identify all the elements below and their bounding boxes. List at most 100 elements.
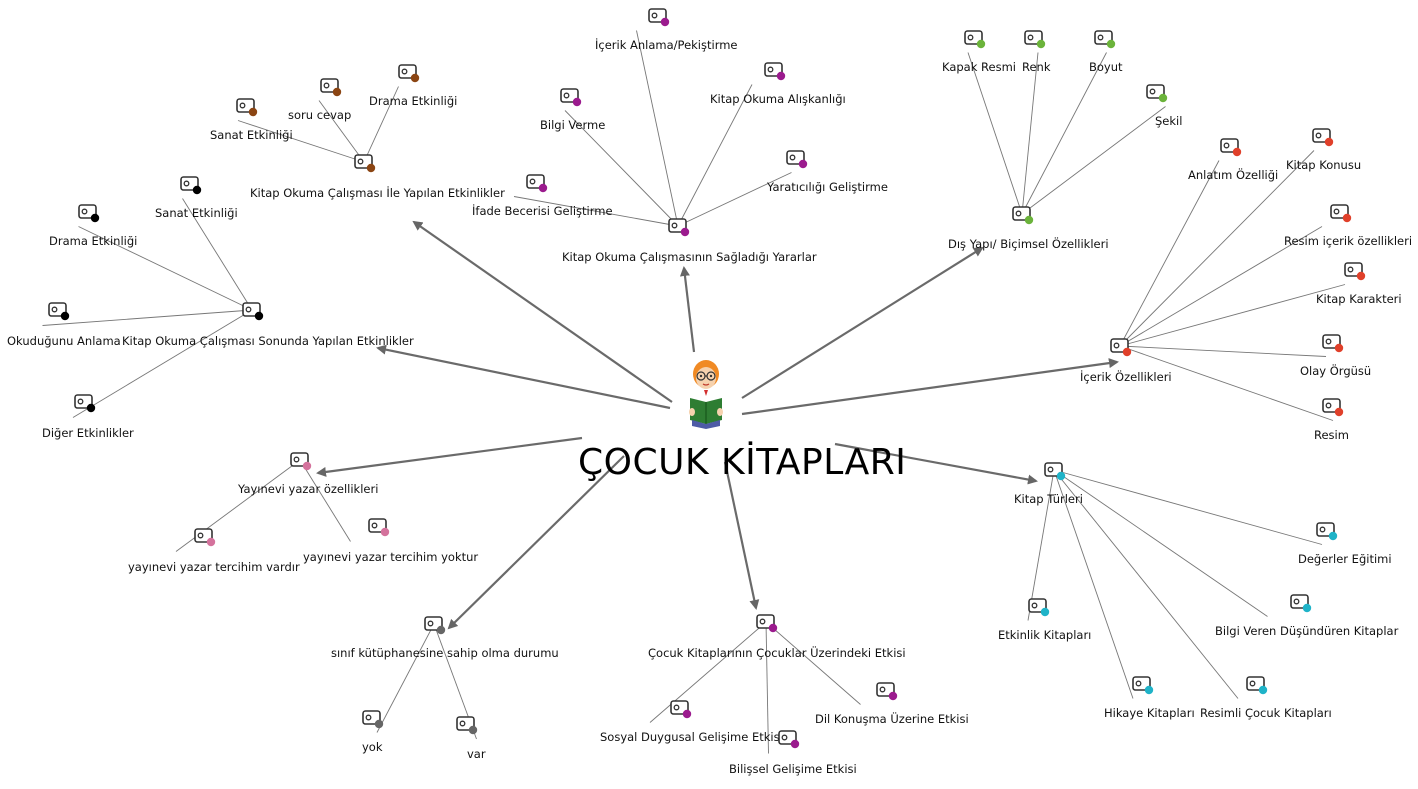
- child-label-yok[interactable]: yok: [362, 740, 383, 754]
- branch-node-icon-yayinevi[interactable]: [290, 451, 314, 471]
- branch-label-kitap_okuma_etkinlikler[interactable]: Kitap Okuma Çalışması İle Yapılan Etkinl…: [250, 186, 505, 200]
- child-node-icon-kutuphane-1[interactable]: [456, 715, 480, 735]
- child-label-sekil[interactable]: Şekil: [1155, 114, 1183, 128]
- child-label-boyut[interactable]: Boyut: [1089, 60, 1123, 74]
- child-node-icon-dis_yapi-2[interactable]: [1094, 29, 1118, 49]
- child-node-icon-sonunda_etkinlikler-1[interactable]: [78, 203, 102, 223]
- child-node-icon-yararlar-0[interactable]: [648, 7, 672, 27]
- child-label-bilgi-veren-dusunduren-kitaplar[interactable]: Bilgi Veren Düşündüren Kitaplar: [1215, 624, 1399, 638]
- branch-arrow-kitap_okuma_etkinlikler: [412, 220, 673, 403]
- child-node-icon-yayinevi-1[interactable]: [368, 517, 392, 537]
- child-node-icon-icerik-3[interactable]: [1344, 261, 1368, 281]
- child-node-icon-kitap_turleri-2[interactable]: [1028, 597, 1052, 617]
- branch-node-icon-kitap_okuma_etkinlikler[interactable]: [354, 153, 378, 173]
- child-node-icon-icerik-0[interactable]: [1220, 137, 1244, 157]
- branch-node-icon-kitap_turleri[interactable]: [1044, 461, 1068, 481]
- child-label-sanat-etkinligi[interactable]: Sanat Etkinliği: [210, 128, 293, 142]
- child-label-renk[interactable]: Renk: [1022, 60, 1051, 74]
- child-line-kutuphane-0: [376, 623, 435, 733]
- child-node-icon-yararlar-2[interactable]: [560, 87, 584, 107]
- child-node-icon-yararlar-3[interactable]: [786, 149, 810, 169]
- child-label-kitap-konusu[interactable]: Kitap Konusu: [1286, 158, 1362, 172]
- child-label-okudugunu-anlama[interactable]: Okuduğunu Anlama: [7, 334, 121, 348]
- child-line-yararlar-1: [677, 84, 753, 227]
- child-node-icon-kitap_turleri-3[interactable]: [1132, 675, 1156, 695]
- child-label-kitap-karakteri[interactable]: Kitap Karakteri: [1316, 292, 1402, 306]
- child-node-icon-kitap_okuma_etkinlikler-0[interactable]: [236, 97, 260, 117]
- branch-node-icon-yararlar[interactable]: [668, 217, 692, 237]
- child-node-icon-kutuphane-0[interactable]: [362, 709, 386, 729]
- child-node-icon-yayinevi-0[interactable]: [194, 527, 218, 547]
- child-node-icon-dis_yapi-1[interactable]: [1024, 29, 1048, 49]
- child-line-dis_yapi-0: [967, 52, 1023, 215]
- child-node-icon-kitap_okuma_etkinlikler-2[interactable]: [398, 63, 422, 83]
- child-label-kapak-resmi[interactable]: Kapak Resmi: [942, 60, 1016, 74]
- child-node-icon-icerik-2[interactable]: [1330, 203, 1354, 223]
- child-label-soru-cevap[interactable]: soru cevap: [288, 108, 352, 122]
- branch-label-icerik[interactable]: İçerik Özellikleri: [1080, 370, 1172, 384]
- child-label-olay-orgusu[interactable]: Olay Örgüsü: [1300, 364, 1372, 378]
- child-node-icon-sonunda_etkinlikler-2[interactable]: [48, 301, 72, 321]
- child-node-icon-kitap_okuma_etkinlikler-1[interactable]: [320, 77, 344, 97]
- branch-node-icon-sonunda_etkinlikler[interactable]: [242, 301, 266, 321]
- child-label-drama-etkinligi[interactable]: Drama Etkinliği: [369, 94, 458, 108]
- branch-label-yayinevi[interactable]: Yayınevi yazar özellikleri: [238, 482, 379, 496]
- branch-node-icon-kutuphane[interactable]: [424, 615, 448, 635]
- child-node-icon-etkisi-2[interactable]: [876, 681, 900, 701]
- child-label-diger-etkinlikler[interactable]: Diğer Etkinlikler: [42, 426, 134, 440]
- branch-arrow-kutuphane: [447, 455, 625, 630]
- child-label-bilissel-gelisime-etkisi[interactable]: Bilişsel Gelişime Etkisi: [729, 762, 857, 776]
- child-node-icon-yararlar-4[interactable]: [526, 173, 550, 193]
- branch-label-kutuphane[interactable]: sınıf kütüphanesine sahip olma durumu: [331, 646, 559, 660]
- branch-label-etkisi[interactable]: Çocuk Kitaplarının Çocuklar Üzerindeki E…: [648, 646, 906, 660]
- child-label-yayinevi-yazar-tercihim-yoktur[interactable]: yayınevi yazar tercihim yoktur: [303, 550, 479, 564]
- child-node-icon-etkisi-0[interactable]: [670, 699, 694, 719]
- child-label-resim[interactable]: Resim: [1314, 428, 1349, 442]
- child-node-icon-kitap_turleri-1[interactable]: [1290, 593, 1314, 613]
- child-label-kitap-okuma-aliskanligi[interactable]: Kitap Okuma Alışkanlığı: [710, 92, 846, 106]
- branch-arrow-sonunda_etkinlikler: [376, 344, 671, 410]
- child-label-hikaye-kitaplari[interactable]: Hikaye Kitapları: [1104, 706, 1195, 720]
- child-node-icon-etkisi-1[interactable]: [778, 729, 802, 749]
- child-node-icon-kitap_turleri-4[interactable]: [1246, 675, 1270, 695]
- child-label-ifade-becerisi-gelistirme[interactable]: İfade Becerisi Geliştirme: [472, 204, 613, 218]
- branch-label-yararlar[interactable]: Kitap Okuma Çalışmasının Sağladığı Yarar…: [562, 250, 817, 264]
- child-node-icon-dis_yapi-3[interactable]: [1146, 83, 1170, 103]
- child-label-drama-etkinligi[interactable]: Drama Etkinliği: [49, 234, 138, 248]
- child-label-resim-icerik-ozellikleri[interactable]: Resim içerik özellikleri: [1284, 234, 1413, 248]
- child-node-icon-sonunda_etkinlikler-3[interactable]: [74, 393, 98, 413]
- child-line-yararlar-4: [513, 196, 679, 227]
- child-label-icerik-anlama-pekistirme[interactable]: İçerik Anlama/Pekiştirme: [595, 38, 738, 52]
- child-label-dil-konusma-uzerine-etkisi[interactable]: Dil Konuşma Üzerine Etkisi: [815, 712, 969, 726]
- child-node-icon-yararlar-1[interactable]: [764, 61, 788, 81]
- child-node-icon-icerik-5[interactable]: [1322, 397, 1346, 417]
- child-label-var[interactable]: var: [467, 747, 486, 761]
- child-node-icon-sonunda_etkinlikler-0[interactable]: [180, 175, 204, 195]
- child-node-icon-dis_yapi-0[interactable]: [964, 29, 988, 49]
- branch-label-dis_yapi[interactable]: Dış Yapı/ Biçimsel Özellikleri: [948, 237, 1109, 251]
- child-line-etkisi-1: [765, 621, 769, 754]
- child-label-etkinlik-kitaplari[interactable]: Etkinlik Kitapları: [998, 628, 1092, 642]
- child-line-icerik-3: [1119, 284, 1346, 347]
- child-line-yayinevi-1: [299, 459, 351, 542]
- child-line-kitap_okuma_etkinlikler-0: [237, 120, 365, 163]
- child-label-bilgi-verme[interactable]: Bilgi Verme: [540, 118, 606, 132]
- child-node-icon-icerik-1[interactable]: [1312, 127, 1336, 147]
- child-line-kitap_turleri-3: [1053, 469, 1134, 699]
- child-node-icon-icerik-4[interactable]: [1322, 333, 1346, 353]
- child-label-resimli-cocuk-kitaplari[interactable]: Resimli Çocuk Kitapları: [1200, 706, 1332, 720]
- child-label-anlatim-ozelligi[interactable]: Anlatım Özelliği: [1188, 168, 1279, 182]
- branch-node-icon-etkisi[interactable]: [756, 613, 780, 633]
- child-label-yayinevi-yazar-tercihim-vardir[interactable]: yayınevi yazar tercihim vardır: [128, 560, 300, 574]
- child-label-degerler-egitimi[interactable]: Değerler Eğitimi: [1298, 552, 1392, 566]
- branch-label-kitap_turleri[interactable]: Kitap Türleri: [1014, 492, 1083, 506]
- branch-node-icon-dis_yapi[interactable]: [1012, 205, 1036, 225]
- child-line-etkisi-2: [765, 621, 861, 705]
- child-node-icon-kitap_turleri-0[interactable]: [1316, 521, 1340, 541]
- child-label-sosyal-duygusal-gelisime-etkisi[interactable]: Sosyal Duygusal Gelişime Etkisi: [600, 730, 783, 744]
- child-label-yaraticiligi-gelistirme[interactable]: Yaratıcılığı Geliştirme: [767, 180, 888, 194]
- branch-label-sonunda_etkinlikler[interactable]: Kitap Okuma Çalışması Sonunda Yapılan Et…: [122, 334, 414, 348]
- branch-node-icon-icerik[interactable]: [1110, 337, 1134, 357]
- child-label-sanat-etkinligi[interactable]: Sanat Etkinliği: [155, 206, 238, 220]
